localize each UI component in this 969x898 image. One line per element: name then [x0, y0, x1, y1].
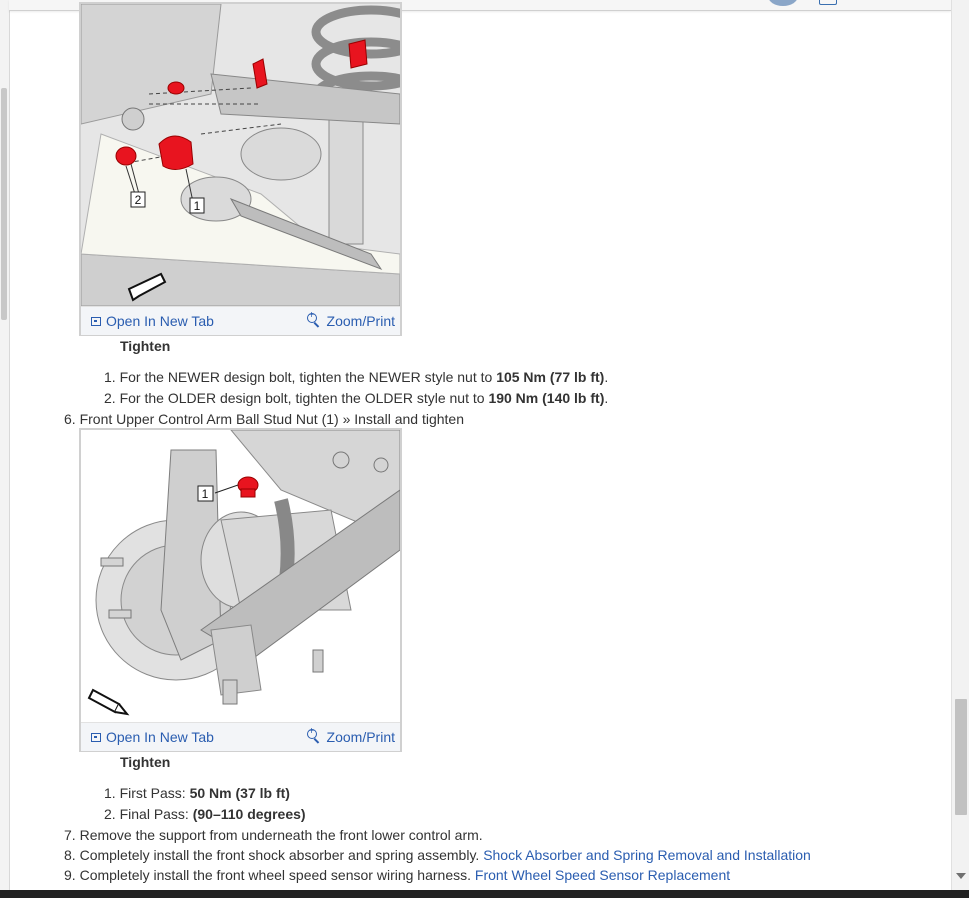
- scroll-down-arrow-icon[interactable]: [956, 873, 966, 879]
- bottom-edge: [0, 890, 969, 898]
- vertical-scrollbar[interactable]: [951, 0, 969, 890]
- zoom-print-label: Zoom/Print: [326, 313, 395, 329]
- open-tab-icon: [91, 316, 101, 326]
- figure-upper-bolts: 2 1 Open In New Tab Zoom/Print: [79, 2, 402, 336]
- tighten-heading: Tighten: [120, 754, 171, 770]
- step-6: 6. Front Upper Control Arm Ball Stud Nut…: [64, 411, 464, 427]
- open-in-new-tab-label: Open In New Tab: [106, 313, 214, 329]
- figure-toolbar: Open In New Tab Zoom/Print: [81, 722, 400, 751]
- tighten-heading: Tighten: [120, 338, 171, 354]
- list-item: 2. For the OLDER design bolt, tighten th…: [104, 390, 609, 406]
- list-item: 1. For the NEWER design bolt, tighten th…: [104, 369, 609, 385]
- notes-icon[interactable]: [819, 0, 837, 5]
- zoom-icon: [306, 725, 322, 745]
- left-scrollbar[interactable]: [0, 0, 10, 898]
- open-in-new-tab-label: Open In New Tab: [106, 729, 214, 745]
- list-item: 1. First Pass: 50 Nm (37 lb ft): [104, 785, 290, 801]
- zoom-print-link[interactable]: Zoom/Print: [306, 725, 395, 745]
- zoom-print-link[interactable]: Zoom/Print: [306, 309, 395, 329]
- illustration-control-arm-bolts: 2 1: [81, 4, 400, 306]
- user-avatar-icon[interactable]: [768, 0, 798, 6]
- list-item: 2. Final Pass: (90–110 degrees): [104, 806, 306, 822]
- callout-2: 2: [135, 193, 142, 207]
- left-scrollbar-thumb[interactable]: [1, 88, 7, 320]
- zoom-print-label: Zoom/Print: [326, 729, 395, 745]
- shock-absorber-link[interactable]: Shock Absorber and Spring Removal and In…: [483, 847, 811, 863]
- callout-1: 1: [194, 199, 201, 213]
- figure-ball-stud-nut: 1 Open In New Tab Zoom/Print: [79, 428, 402, 752]
- step-8: 8. Completely install the front shock ab…: [64, 847, 811, 863]
- illustration-ball-stud-nut: 1: [81, 430, 400, 722]
- step-9: 9. Completely install the front wheel sp…: [64, 867, 731, 883]
- top-toolbar: [9, 0, 951, 11]
- document-content: 2 1 Open In New Tab Zoom/Print Tighten 1…: [0, 0, 951, 890]
- scrollbar-thumb[interactable]: [955, 699, 967, 815]
- wheel-speed-sensor-link[interactable]: Front Wheel Speed Sensor Replacement: [474, 867, 731, 883]
- zoom-icon: [306, 309, 322, 329]
- open-in-new-tab-link[interactable]: Open In New Tab: [91, 729, 214, 745]
- figure-toolbar: Open In New Tab Zoom/Print: [81, 306, 400, 335]
- step-7: 7. Remove the support from underneath th…: [64, 827, 483, 843]
- open-tab-icon: [91, 732, 101, 742]
- open-in-new-tab-link[interactable]: Open In New Tab: [91, 313, 214, 329]
- callout-1: 1: [202, 487, 209, 501]
